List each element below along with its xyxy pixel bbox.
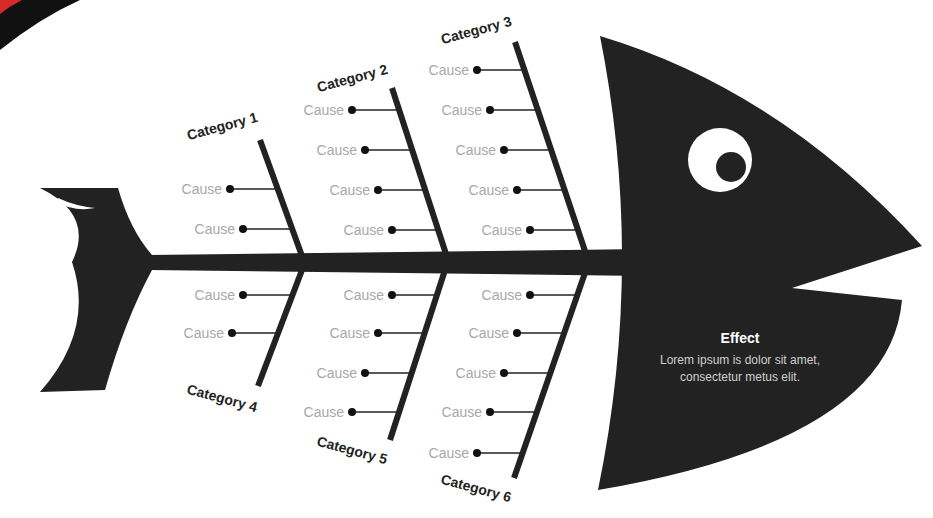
cause-label: Cause — [456, 142, 496, 158]
cause-label: Cause — [330, 325, 370, 341]
cause-label: Cause — [317, 142, 357, 158]
cause-label: Cause — [442, 102, 482, 118]
category-bones — [258, 42, 586, 478]
cause-label: Cause — [429, 445, 469, 461]
cause-label: Cause — [195, 221, 235, 237]
cause-label: Cause — [330, 182, 370, 198]
cause-label: Cause — [195, 287, 235, 303]
cause-dots — [226, 66, 534, 457]
fish-spine — [148, 249, 645, 276]
fish-tail — [40, 188, 152, 392]
cause-label: Cause — [184, 325, 224, 341]
tail-highlight — [55, 198, 95, 209]
cause-label: Cause — [482, 287, 522, 303]
cause-label: Cause — [442, 404, 482, 420]
cause-label: Cause — [429, 62, 469, 78]
category-label: Category 5 — [315, 433, 389, 467]
cause-label: Cause — [469, 182, 509, 198]
corner-accent — [0, 0, 22, 14]
cause-label: Cause — [317, 365, 357, 381]
fish-head: EffectLorem ipsum is dolor sit amet, con… — [596, 34, 926, 494]
cause-label: Cause — [304, 102, 344, 118]
category-label: Category 1 — [185, 109, 259, 143]
category-label: Category 4 — [185, 381, 259, 415]
cause-label: Cause — [456, 365, 496, 381]
cause-label: Cause — [482, 222, 522, 238]
cause-ticks — [230, 70, 578, 453]
head-shape — [596, 34, 926, 494]
cause-label: Cause — [344, 222, 384, 238]
category-label: Category 6 — [439, 471, 513, 505]
corner-shape — [0, 0, 80, 50]
effect-heading: Effect — [645, 330, 835, 346]
cause-label: Cause — [304, 404, 344, 420]
cause-label: Cause — [344, 287, 384, 303]
category-label: Category 2 — [315, 61, 389, 95]
cause-label: Cause — [182, 181, 222, 197]
category-label: Category 3 — [439, 13, 513, 47]
cause-label: Cause — [469, 325, 509, 341]
effect-text: EffectLorem ipsum is dolor sit amet, con… — [645, 330, 835, 386]
effect-description: Lorem ipsum is dolor sit amet, consectet… — [645, 352, 835, 386]
